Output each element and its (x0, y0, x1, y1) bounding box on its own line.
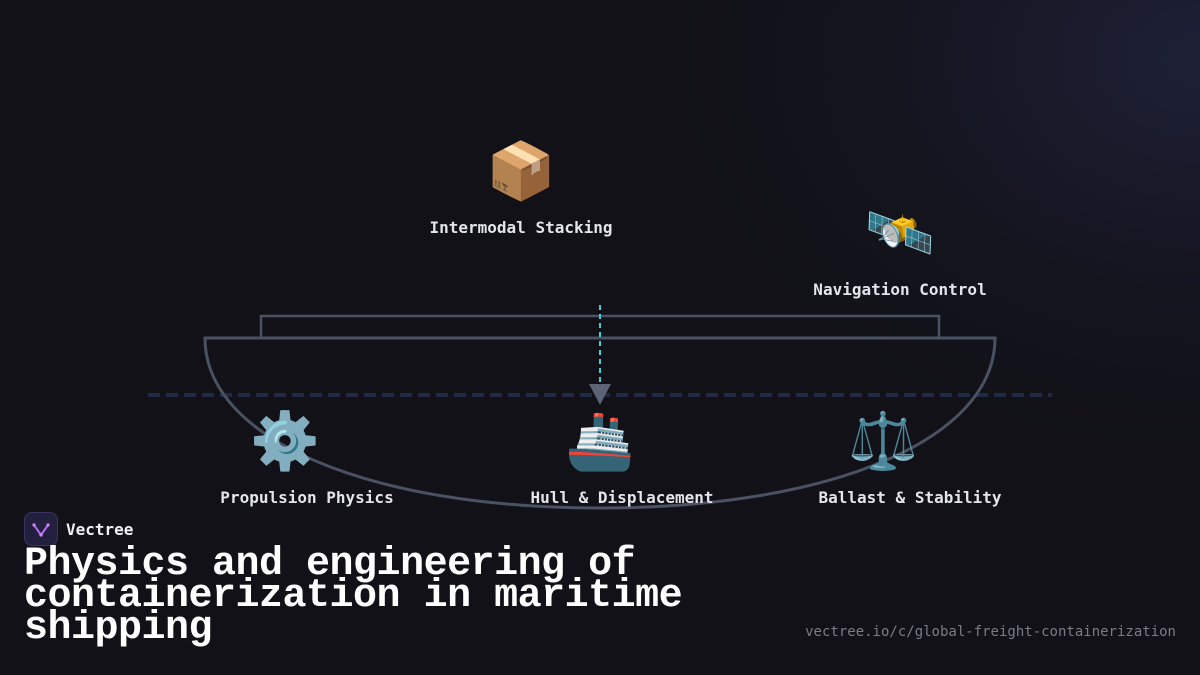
brand: Vectree (24, 512, 133, 546)
node-intermodal-stacking: 📦 Intermodal Stacking (429, 139, 613, 238)
hull-outline (203, 336, 997, 510)
vectree-logo-icon (24, 512, 58, 546)
node-label: Propulsion Physics (220, 488, 394, 507)
node-propulsion-physics: ⚙️ Propulsion Physics (220, 410, 394, 508)
load-arrow-head (589, 384, 611, 405)
balance-scale-icon: ⚖️ (848, 409, 918, 474)
page-title: Physics and engineering of containerizat… (24, 542, 683, 651)
page-url: vectree.io/c/global-freight-containeriza… (805, 624, 1176, 640)
satellite-icon: 🛰️ (865, 201, 935, 266)
gear-icon: ⚙️ (250, 409, 320, 474)
node-ballast-stability: ⚖️ Ballast & Stability (818, 410, 1002, 508)
brand-name: Vectree (66, 519, 134, 539)
ship-icon: 🚢 (565, 409, 635, 474)
node-label: Navigation Control (813, 280, 987, 299)
node-label: Ballast & Stability (818, 488, 1002, 507)
package-icon: 📦 (486, 139, 556, 204)
node-navigation-control: 🛰️ Navigation Control (813, 201, 987, 300)
node-label: Hull & Displacement (530, 488, 714, 507)
node-label: Intermodal Stacking (429, 218, 613, 237)
node-hull-displacement: 🚢 Hull & Displacement (530, 410, 714, 508)
